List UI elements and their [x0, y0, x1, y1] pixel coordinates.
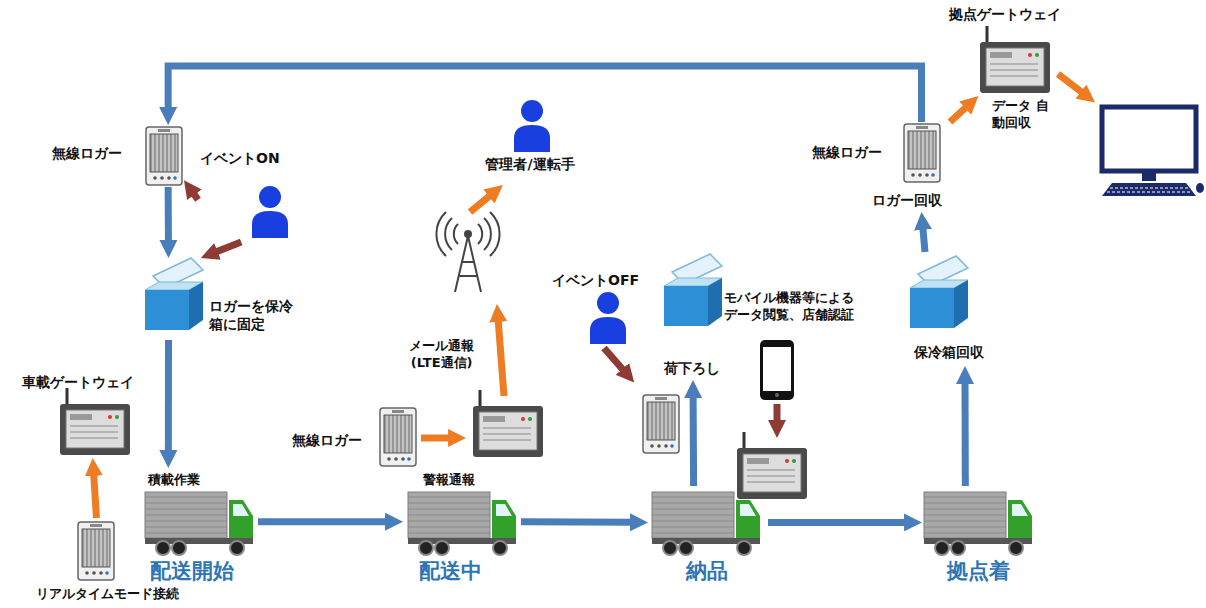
data-arrow — [1058, 74, 1084, 94]
flow-arrow — [258, 518, 389, 525]
stage-label: 納品 — [648, 558, 766, 584]
wireless-logger: 無線ロガー — [292, 406, 418, 468]
delivery-stage: 警報通報配送中 — [403, 468, 521, 590]
data-arrow — [421, 435, 452, 442]
flow-arrow — [168, 66, 921, 122]
node-label: 無線ロガー — [292, 432, 362, 450]
flow-arrow — [165, 340, 172, 454]
flow-arrow — [165, 187, 172, 244]
data-arrow — [498, 318, 504, 396]
node-label: 無線ロガー — [52, 145, 122, 163]
action-arrow — [774, 404, 781, 424]
node-label: 荷下ろし — [664, 360, 720, 378]
node-label: イベントON — [200, 150, 280, 168]
node-label: 管理者/運転手 — [470, 156, 590, 174]
flow-arrow — [94, 472, 97, 518]
smartphone-icon — [760, 340, 794, 400]
operator: イベントOFF — [550, 272, 650, 344]
stage-label: 配送中 — [419, 558, 482, 584]
wireless-logger: 無線ロガー — [52, 125, 184, 187]
monitor-icon — [1102, 107, 1204, 196]
node-label: 拠点ゲートウェイ — [946, 6, 1064, 24]
node-label: ロガーを保冷 箱に固定 — [209, 298, 299, 333]
logger-icon — [380, 408, 416, 466]
vehicle-gateway-icon — [737, 432, 807, 499]
cooler-box-icon — [910, 256, 968, 328]
node-label: 保冷箱回収 — [914, 344, 984, 362]
truck-icon — [924, 492, 1032, 555]
node-label: ロガー回収 — [872, 192, 942, 210]
connection-note: メール通報 (LTE通信) — [400, 338, 483, 372]
logger-icon — [643, 395, 679, 453]
cooler-box: ロガーを保冷 箱に固定 — [143, 258, 313, 340]
flow-arrow — [768, 519, 908, 526]
process-note: データ 自動回収 — [992, 98, 1049, 132]
delivery-stage: 拠点着 — [922, 486, 1036, 590]
data-arrow — [470, 194, 492, 212]
cooler-box: 荷下ろし — [662, 252, 724, 380]
flow-arrow — [962, 380, 969, 486]
wireless-logger: 無線ロガーロガー回収 — [812, 122, 962, 212]
action-arrow — [604, 348, 625, 372]
cooler-box: 保冷箱回収 — [898, 252, 1006, 366]
delivery-stage: 積載作業配送開始 — [140, 468, 258, 590]
flow-arrow — [192, 192, 198, 200]
manager-driver: 管理者/運転手 — [470, 100, 592, 177]
node-label: イベントOFF — [552, 272, 639, 290]
flow-arrow — [923, 226, 925, 252]
delivery-stage: 納品 — [648, 486, 768, 590]
node-label: 積載作業 — [148, 472, 200, 488]
logger-icon — [146, 127, 182, 185]
flow-arrow — [214, 242, 241, 253]
base-gateway: 拠点ゲートウェイ — [946, 6, 1066, 96]
person-icon — [590, 292, 626, 344]
truck-icon — [408, 492, 516, 555]
vehicle-gateway-icon — [473, 390, 543, 457]
operator: イベントON — [198, 150, 294, 242]
logger-icon — [78, 522, 114, 580]
person-icon — [514, 100, 550, 152]
truck-icon — [652, 492, 760, 555]
process-note: モバイル機器等による データ閲覧、店舗認証 — [724, 290, 861, 324]
cooler-box-icon — [145, 258, 203, 330]
flow-arrow — [690, 394, 698, 486]
node-label: リアルタイムモード接続 — [12, 586, 202, 602]
node-label: 車載ゲートウェイ — [22, 374, 134, 392]
vehicle-gateway: 車載ゲートウェイ — [22, 374, 136, 458]
logger-icon — [904, 124, 940, 182]
vehicle-gateway-icon — [60, 388, 130, 455]
person-icon — [252, 186, 288, 238]
flow-arrow — [950, 105, 968, 122]
truck-icon — [145, 492, 253, 555]
stage-label: 拠点着 — [922, 558, 1034, 584]
stage-label: 配送開始 — [150, 558, 234, 584]
node-label: 無線ロガー — [812, 144, 882, 162]
node-label: 警報通報 — [423, 472, 475, 488]
cooler-box-icon — [664, 254, 722, 326]
flow-arrow — [521, 518, 634, 526]
antenna-icon — [436, 212, 499, 292]
base-gateway-icon — [980, 26, 1050, 93]
